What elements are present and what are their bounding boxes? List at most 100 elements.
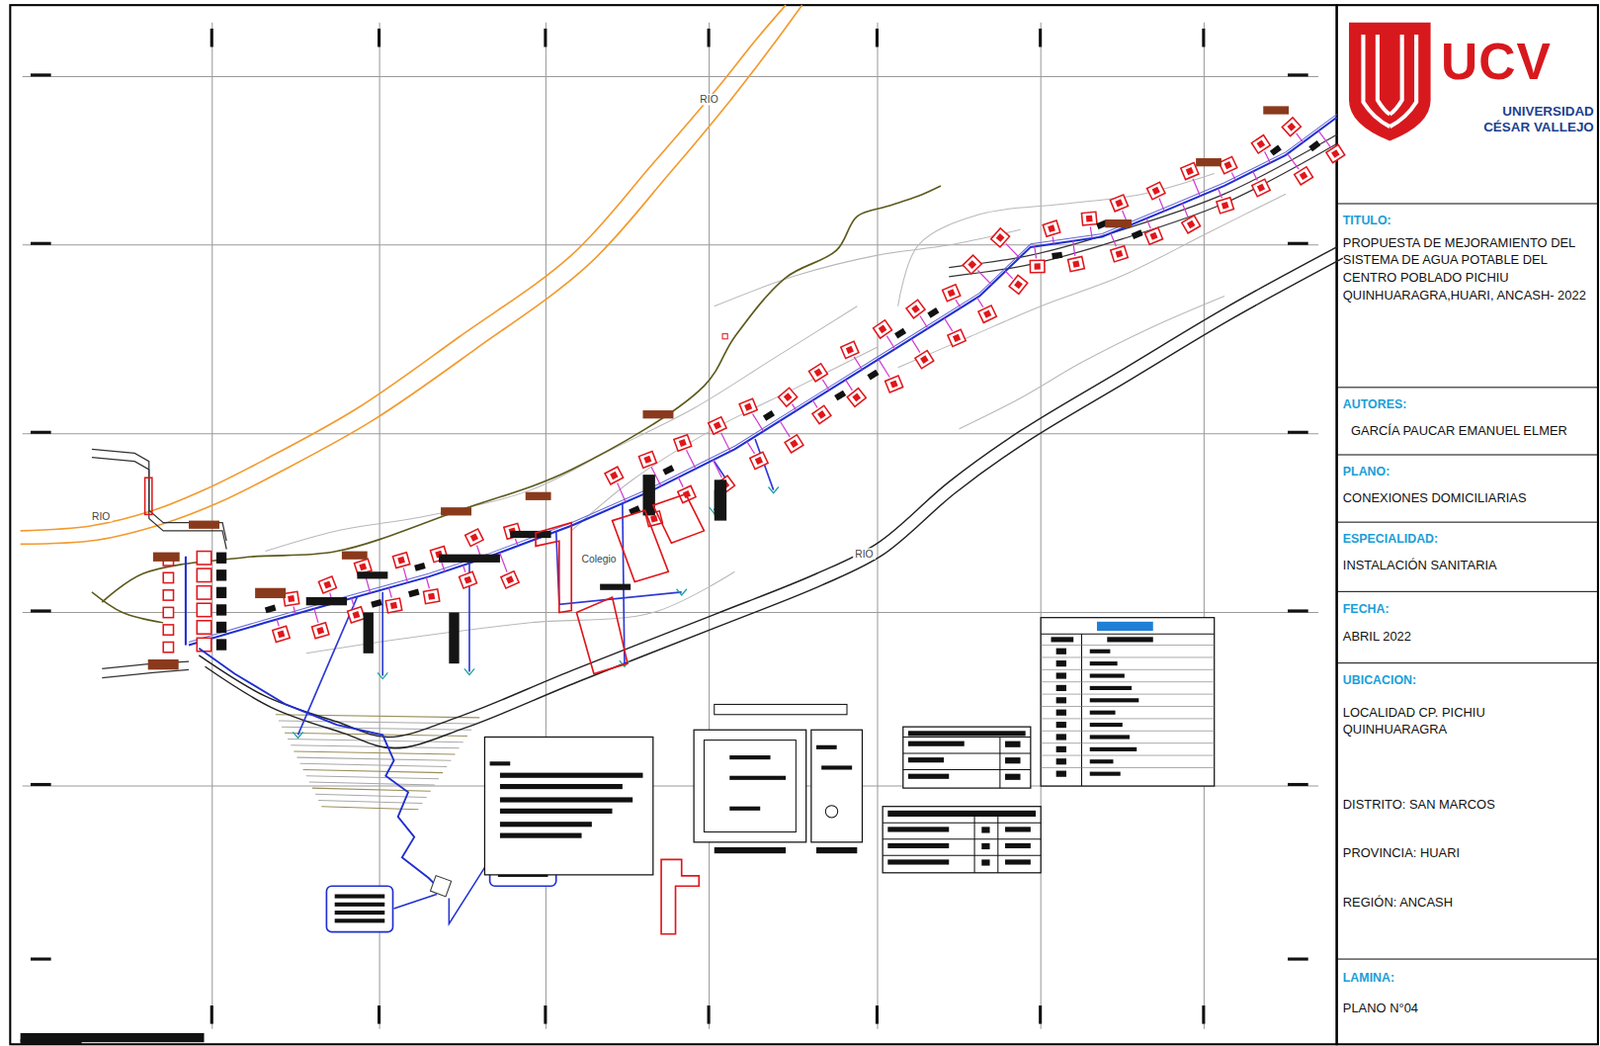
house-connection [673, 434, 692, 452]
house-connection [216, 587, 227, 598]
school-building [535, 522, 572, 613]
house-connection [388, 588, 392, 598]
house-connection [1296, 133, 1304, 143]
scale-bar [20, 1038, 83, 1044]
house-connection [642, 474, 655, 515]
house-connection [1326, 144, 1346, 163]
house-connection [808, 363, 828, 382]
house-connection [1006, 243, 1020, 257]
plan-table [500, 783, 623, 789]
plan-table [1090, 722, 1123, 727]
house-connection [650, 514, 659, 523]
annotation-tag [1104, 219, 1132, 228]
plan-table [997, 816, 999, 873]
house-connection [915, 350, 934, 369]
conduction-pipe [335, 902, 386, 907]
house-connection [184, 556, 187, 646]
house-connection [505, 575, 514, 584]
plan-table [974, 816, 976, 873]
house-connection [1231, 172, 1236, 181]
logo-text: UNIVERSIDAD CÉSAR VALLEJO [1459, 102, 1595, 137]
house-connection [464, 576, 473, 585]
coordinate-grid [379, 22, 381, 1029]
plan-table [1090, 758, 1114, 763]
field-value: GARCÍA PAUCAR EMANUEL ELMER [1350, 421, 1595, 439]
house-connection [942, 284, 961, 302]
drawing-frame [1337, 4, 1599, 1044]
plan-table [882, 854, 1041, 856]
coordinate-grid [30, 73, 52, 77]
coordinate-grid [210, 28, 214, 48]
house-connection [277, 630, 286, 639]
terrain-contour [318, 800, 422, 804]
plan-table [1040, 617, 1215, 786]
house-connection [1287, 154, 1299, 169]
house-connection [1192, 178, 1200, 197]
house-connection [463, 565, 466, 573]
plan-table [1106, 636, 1153, 642]
annotation-tag [188, 520, 220, 529]
house-connection [465, 528, 484, 547]
house-connection [762, 410, 775, 422]
house-connection [1221, 201, 1230, 210]
reservoir-detail [714, 703, 847, 714]
house-connection [1029, 259, 1045, 273]
house-connection [1081, 211, 1097, 226]
house-connection [894, 328, 907, 339]
coordinate-grid [1287, 957, 1309, 961]
coordinate-grid [377, 28, 381, 48]
house-connection [977, 269, 992, 284]
terrain-contour [714, 229, 1021, 306]
house-connection [779, 421, 790, 437]
house-connection [1149, 232, 1158, 241]
house-connection [1257, 140, 1266, 150]
branch-pipe [767, 487, 778, 494]
house-connection [841, 340, 859, 358]
coordinate-grid [876, 22, 878, 1029]
house-connection [196, 620, 211, 634]
house-connection [465, 528, 484, 547]
house-connection [312, 622, 330, 639]
house-connection [318, 576, 337, 593]
field-value: PROVINCIA: HUARI [1343, 844, 1589, 862]
coordinate-grid [30, 430, 52, 434]
house-connection [390, 601, 398, 609]
house-connection [323, 580, 332, 589]
house-connection [1068, 255, 1086, 271]
house-connection [351, 610, 360, 619]
plan-table [1040, 693, 1215, 695]
house-connection [1109, 194, 1128, 212]
plan-table [1090, 673, 1125, 677]
house-connection [1110, 246, 1128, 262]
coordinate-grid [22, 432, 1319, 434]
branch-pipe [292, 438, 778, 739]
house-connection [318, 576, 337, 593]
house-connection [617, 483, 626, 503]
house-connection [812, 405, 832, 423]
water-main [188, 117, 1338, 646]
house-connection [812, 400, 818, 408]
house-connection [662, 464, 674, 475]
branch-pipe [464, 668, 475, 674]
coordinate-grid [707, 1005, 711, 1024]
plan-table [484, 736, 653, 874]
house-connection [216, 638, 227, 650]
house-connection [1294, 167, 1314, 185]
house-connection [163, 572, 173, 583]
house-connection [739, 398, 758, 416]
drawing-frame [9, 4, 1337, 1044]
house-connection [1144, 227, 1163, 245]
house-connection [314, 608, 319, 623]
coordinate-grid [1287, 782, 1309, 786]
plan-table [1090, 661, 1118, 666]
author-cell: AUTORES:GARCÍA PAUCAR EMANUEL ELMER [1337, 387, 1599, 455]
house-connection [926, 307, 939, 319]
conduction-pipe [326, 885, 393, 931]
house-connection [906, 299, 926, 319]
terrain-contour [293, 751, 455, 755]
plan-table [903, 768, 1031, 770]
house-connection [163, 117, 1346, 664]
house-connection [1090, 226, 1093, 239]
house-connection [356, 571, 388, 579]
house-connection [1252, 178, 1270, 197]
